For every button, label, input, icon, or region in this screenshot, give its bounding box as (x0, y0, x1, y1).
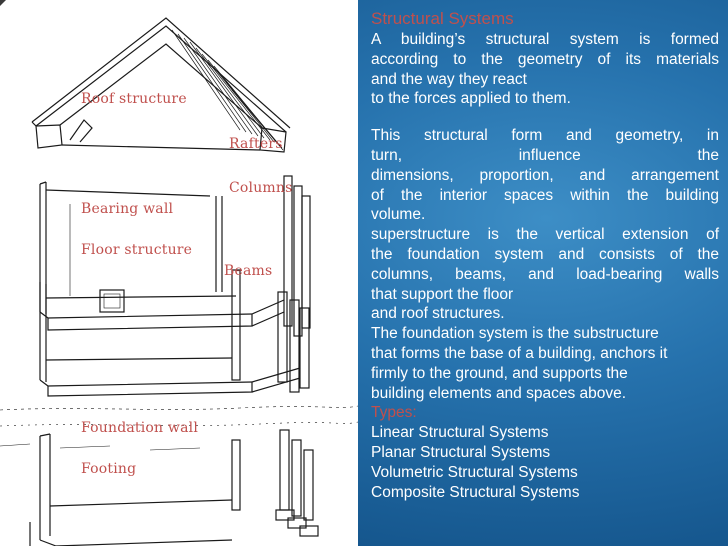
text-line: that support the floor (371, 285, 514, 303)
type-item: Composite Structural Systems (371, 483, 580, 501)
text-word: influence (518, 146, 581, 164)
text-line: A building’s structural system is formed (371, 31, 719, 48)
text-line: The foundation system is the substructur… (371, 325, 659, 343)
label-columns: Columns (229, 180, 293, 196)
text-line: according to the geometry of its materia… (371, 50, 719, 68)
slide-title: Structural Systems (371, 9, 514, 28)
types-heading: Types: (371, 404, 417, 422)
upper-storey-drawing (39, 175, 311, 337)
text-line-split: turn, influence the (371, 146, 719, 166)
text-line: and roof structures. (371, 305, 505, 323)
text-line: columns, beams, and load-bearing walls (371, 265, 719, 283)
type-item: Planar Structural Systems (371, 443, 551, 461)
ground-line-drawing (0, 405, 358, 451)
label-rafters: Rafters (229, 136, 283, 152)
roof-drawing (31, 17, 291, 153)
text-line: that forms the base of a building, ancho… (371, 344, 668, 362)
text-line: of the interior spaces within the buildi… (371, 186, 719, 204)
lower-storey-drawing (39, 269, 310, 397)
corner-mark-icon (0, 0, 6, 6)
structural-drawing-panel: Roof structure Rafters Columns Bearing w… (0, 0, 358, 546)
label-foundation-wall: Foundation wall (81, 420, 199, 436)
text-line: volume. (371, 206, 426, 224)
type-item: Linear Structural Systems (371, 424, 549, 442)
label-floor-structure: Floor structure (81, 242, 193, 258)
paragraph-gap (371, 109, 719, 126)
label-footing: Footing (81, 461, 137, 477)
label-roof-structure: Roof structure (81, 91, 187, 107)
text-word: turn, (371, 146, 403, 164)
text-line: This structural form and geometry, in (371, 127, 719, 145)
text-line: and the way they react (371, 70, 527, 88)
label-bearing-wall: Bearing wall (81, 201, 174, 217)
text-line: firmly to the ground, and supports the (371, 364, 628, 382)
slide-text-column: Structural Systems A building’s structur… (371, 8, 719, 502)
text-line: the foundation system and consists of th… (371, 245, 719, 263)
text-line: building elements and spaces above. (371, 384, 627, 402)
text-word: the (697, 146, 719, 164)
label-beams: Beams (224, 263, 273, 279)
foundation-drawing (29, 429, 319, 546)
text-line: dimensions, proportion, and arrangement (371, 166, 719, 184)
text-line: to the forces applied to them. (371, 90, 571, 108)
text-line: superstructure is the vertical extension… (371, 226, 719, 244)
exploded-building-drawing (0, 17, 358, 546)
type-item: Volumetric Structural Systems (371, 463, 578, 481)
